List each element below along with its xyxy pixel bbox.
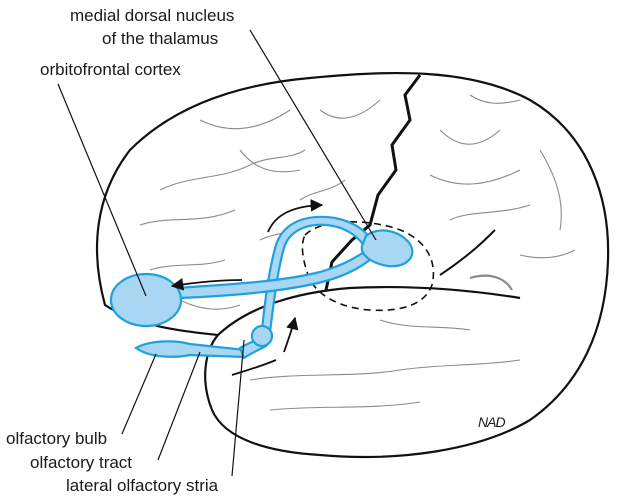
posterior-sulcus (440, 230, 495, 275)
label-olfactory-bulb: olfactory bulb (6, 429, 107, 449)
label-olfactory-tract: olfactory tract (30, 453, 132, 473)
gray-sulcus (470, 276, 512, 290)
leader-olfactory-bulb (122, 354, 156, 434)
arrow-up-stria (284, 318, 295, 352)
label-medial-dorsal-line2: of the thalamus (102, 29, 218, 49)
label-lateral-stria: lateral olfactory stria (66, 476, 218, 496)
orbitofrontal-blob (111, 274, 181, 326)
artist-signature: NAD (478, 414, 505, 430)
olfactory-bulb-shape (136, 341, 245, 357)
leader-orbitofrontal (58, 84, 146, 296)
label-orbitofrontal: orbitofrontal cortex (40, 60, 181, 80)
leader-olfactory-tract (158, 352, 200, 460)
label-medial-dorsal-line1: medial dorsal nucleus (70, 6, 234, 26)
leader-lateral-stria (232, 340, 244, 476)
leader-medial-dorsal (250, 30, 376, 240)
temporal-stub (232, 360, 276, 375)
stria-knob (252, 326, 272, 346)
